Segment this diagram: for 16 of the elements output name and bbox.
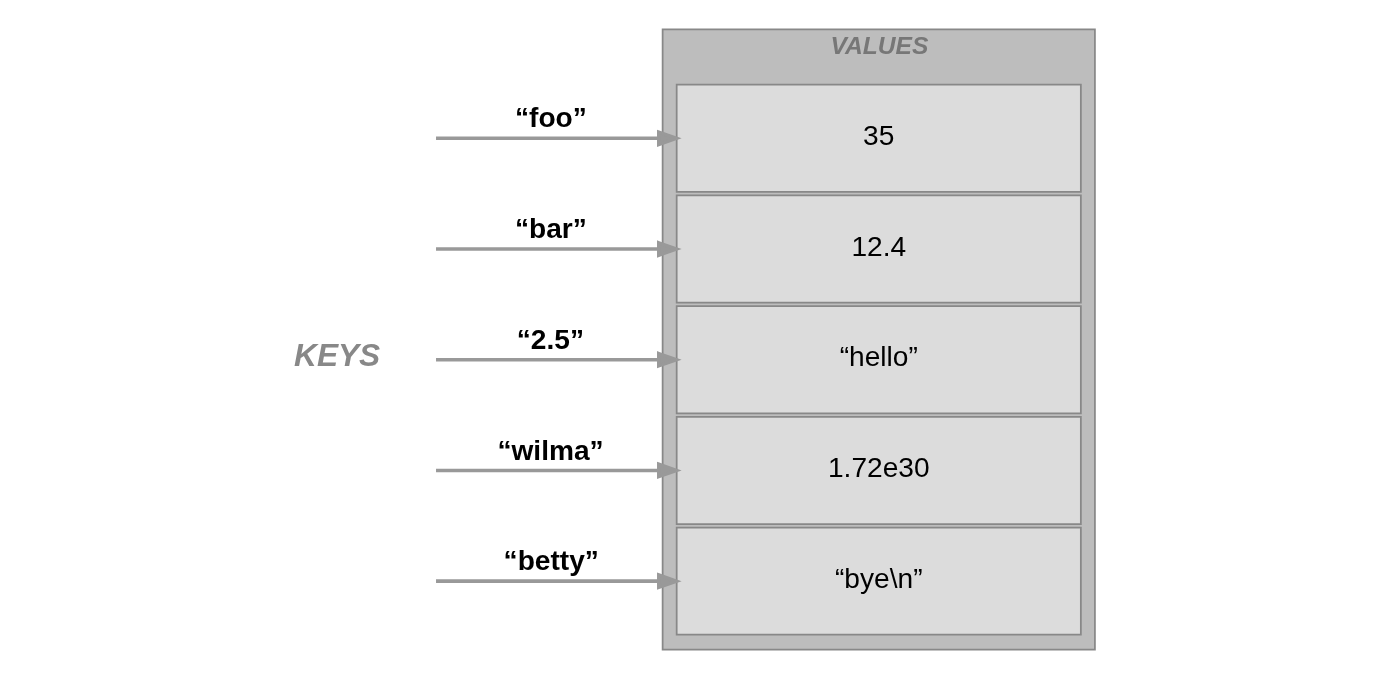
node-box: 35: [675, 83, 1082, 193]
arrow: [435, 351, 682, 369]
arrow: [435, 240, 682, 258]
arrow: [435, 129, 682, 147]
arrow: [435, 572, 682, 590]
edge-label: “bar”: [514, 213, 587, 245]
edge-label: “betty”: [503, 545, 599, 577]
node-box: “hello”: [675, 305, 1082, 415]
node-box: “bye\n”: [675, 526, 1082, 636]
edge-label: “wilma”: [496, 434, 604, 466]
arrow: [435, 461, 682, 480]
edge-label: “foo”: [514, 102, 587, 134]
label: KEYS: [293, 336, 380, 373]
node-box: 1.72e30: [675, 415, 1082, 525]
node-box: 12.4: [675, 194, 1082, 304]
edge-label: “2.5”: [516, 323, 584, 355]
